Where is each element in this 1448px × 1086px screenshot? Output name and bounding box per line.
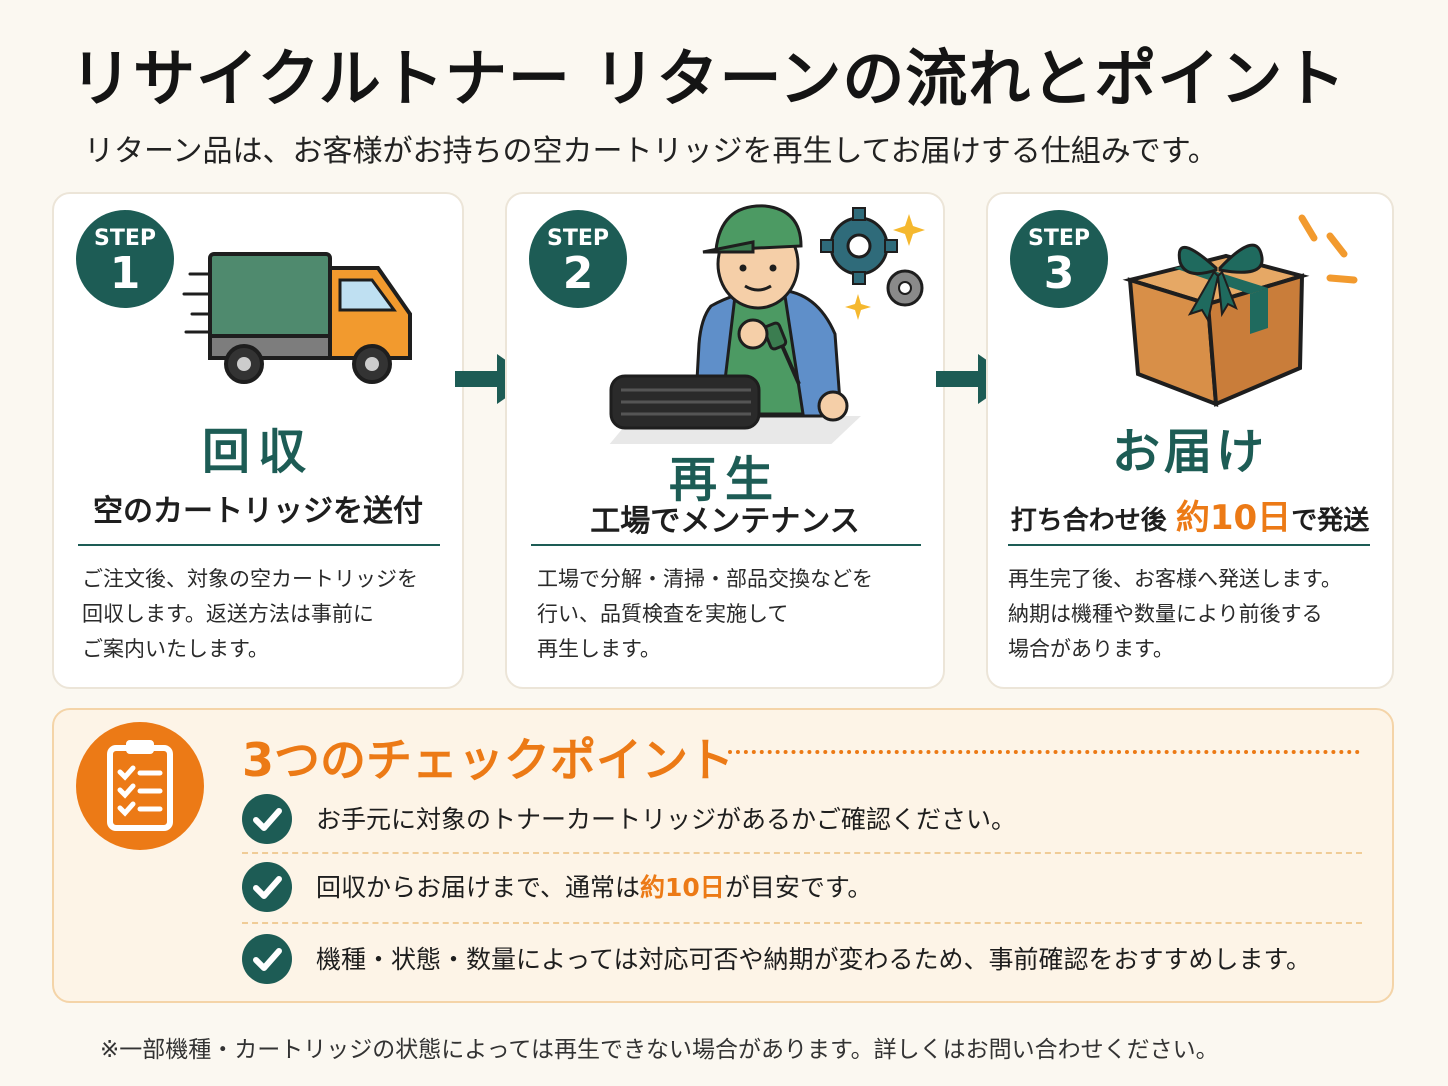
- step-badge: STEP 2: [529, 210, 627, 308]
- step-badge-label: STEP: [1027, 226, 1090, 251]
- step-title: 再生: [668, 452, 781, 508]
- divider: [531, 544, 921, 546]
- delivery-days-highlight: 約10日: [640, 873, 725, 902]
- checkpoint-text-post: が目安です。: [724, 873, 873, 902]
- step-badge-label: STEP: [93, 226, 156, 251]
- step-subtitle-post: で発送: [1291, 506, 1370, 536]
- step-badge-label: STEP: [546, 226, 609, 251]
- factory-worker-icon: [609, 204, 925, 444]
- step-title: お届け: [1111, 424, 1268, 480]
- step-badge-number: 1: [109, 248, 141, 299]
- footnote: ※一部機種・カートリッジの状態によっては再生できない場合があります。詳しくはお問…: [100, 1037, 1219, 1063]
- desc-line: 再生完了後、お客様へ発送します。: [1008, 567, 1342, 591]
- desc-line: 行い、品質検査を実施して: [537, 602, 789, 626]
- step-badge: STEP 3: [1010, 210, 1108, 308]
- desc-line: 回収します。返送方法は事前に: [82, 602, 374, 626]
- step-subtitle: 空のカートリッジを送付: [93, 494, 423, 529]
- divider: [242, 852, 1362, 854]
- check-circle-icon: [242, 934, 292, 984]
- dotted-divider: [728, 750, 1360, 754]
- check-circle-icon: [242, 862, 292, 912]
- step-subtitle: 打ち合わせ後 約10日で発送: [988, 490, 1392, 539]
- divider: [1008, 544, 1370, 546]
- page-subtitle: リターン品は、お客様がお持ちの空カートリッジを再生してお届けする仕組みです。: [84, 134, 1218, 169]
- checkpoint-item: 回収からお届けまで、通常は約10日が目安です。: [242, 856, 1362, 916]
- step-card-3: STEP 3 お届け 打ち合わせ後 約10日で発送 再生完了後、お客様へ発送しま…: [986, 192, 1394, 689]
- step-subtitle-pre: 打ち合わせ後: [1010, 506, 1167, 536]
- divider: [242, 922, 1362, 924]
- checkpoint-item: お手元に対象のトナーカートリッジがあるかご確認ください。: [242, 788, 1362, 848]
- checkpoint-text-pre: 回収からお届けまで、通常は: [316, 873, 641, 902]
- step-description: 再生完了後、お客様へ発送します。 納期は機種や数量により前後する 場合があります…: [1008, 562, 1342, 667]
- checkpoints-title: 3つのチェックポイント: [242, 733, 735, 787]
- step-description: 工場で分解・清掃・部品交換などを 行い、品質検査を実施して 再生します。: [537, 562, 873, 667]
- delivery-truck-icon: [182, 252, 412, 384]
- desc-line: 場合があります。: [1008, 637, 1174, 661]
- desc-line: 納期は機種や数量により前後する: [1008, 602, 1323, 626]
- delivery-days-highlight: 約10日: [1175, 498, 1292, 538]
- step-badge: STEP 1: [76, 210, 174, 308]
- checkpoint-text: 回収からお届けまで、通常は約10日が目安です。: [316, 868, 872, 904]
- step-badge-number: 3: [1043, 248, 1075, 299]
- step-badge-number: 2: [562, 248, 594, 299]
- clipboard-checklist-icon: [76, 722, 204, 850]
- desc-line: 再生します。: [537, 637, 661, 661]
- step-subtitle: 工場でメンテナンス: [590, 504, 860, 539]
- divider: [78, 544, 440, 546]
- desc-line: 工場で分解・清掃・部品交換などを: [537, 567, 873, 591]
- checkpoint-text: 機種・状態・数量によっては対応可否や納期が変わるため、事前確認をおすすめします。: [316, 945, 1312, 974]
- step-title: 回収: [201, 424, 314, 480]
- checkpoints-panel: 3つのチェックポイント お手元に対象のトナーカートリッジがあるかご確認ください。…: [52, 708, 1394, 1003]
- checkpoint-item: 機種・状態・数量によっては対応可否や納期が変わるため、事前確認をおすすめします。: [242, 928, 1362, 988]
- page-title: リサイクルトナー リターンの流れとポイント: [70, 42, 1347, 115]
- step-card-1: STEP 1 回収 空のカートリッジを送付 ご注文後、対象の空カートリッジを 回…: [52, 192, 464, 689]
- check-circle-icon: [242, 794, 292, 844]
- desc-line: ご注文後、対象の空カートリッジを: [82, 567, 418, 591]
- step-card-2: STEP 2: [505, 192, 945, 689]
- gift-box-icon: [1122, 214, 1358, 408]
- checkpoint-text: お手元に対象のトナーカートリッジがあるかご確認ください。: [316, 805, 1017, 834]
- step-description: ご注文後、対象の空カートリッジを 回収します。返送方法は事前に ご案内いたします…: [82, 562, 418, 667]
- desc-line: ご案内いたします。: [82, 637, 269, 661]
